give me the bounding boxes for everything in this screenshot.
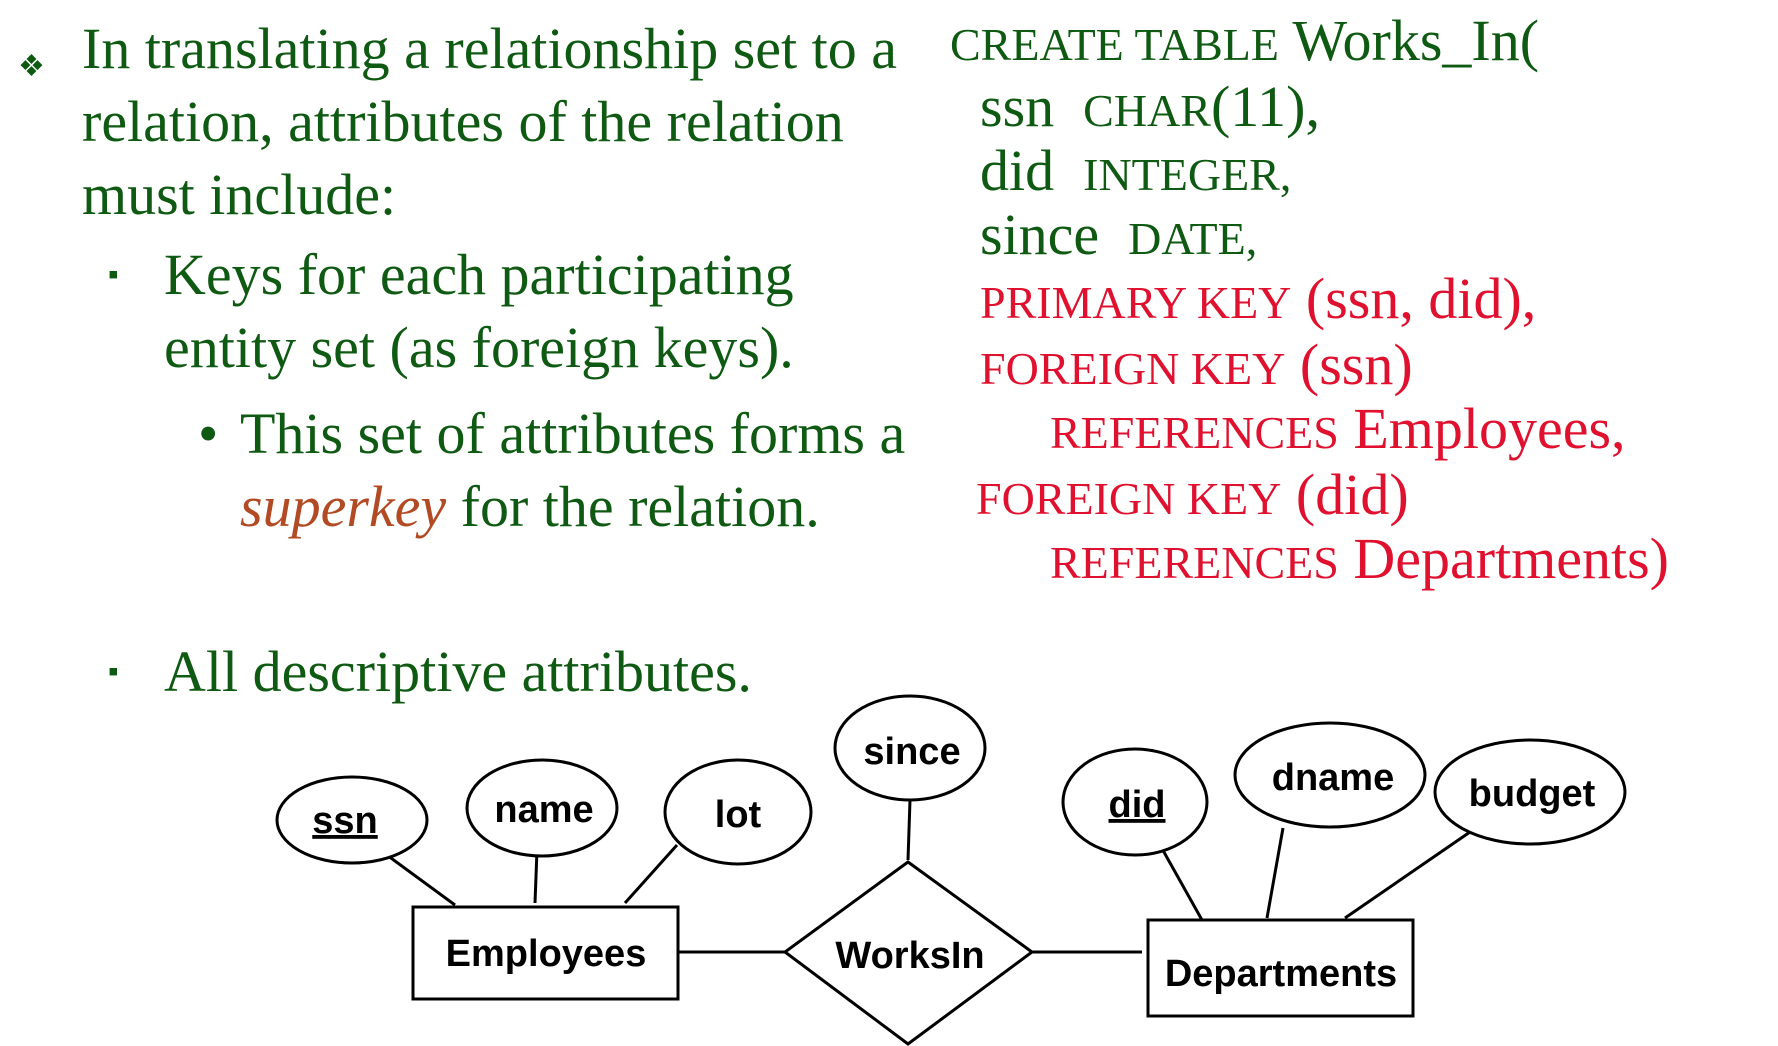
- sql-ref2-kw: REFERENCES: [1050, 537, 1339, 588]
- er-connectors: [379, 799, 1471, 954]
- connector-since: [906, 799, 912, 861]
- attribute-dname-label: dname: [1272, 757, 1394, 799]
- sql-fk1-col: (ssn): [1299, 332, 1413, 397]
- sql-table-name: Works_In(: [1292, 8, 1540, 73]
- sql-fk2-col: (did): [1295, 462, 1409, 527]
- attribute-lot-label: lot: [715, 794, 762, 836]
- sql-ssn-size: (11),: [1210, 74, 1320, 139]
- attribute-since-shape: [833, 694, 987, 802]
- bullet-superkey-text: This set of attributes forms a superkey …: [240, 397, 930, 543]
- superkey-term: superkey: [240, 474, 447, 539]
- sql-create-line: CREATE TABLE Works_In(: [950, 4, 1539, 82]
- sql-ref1-table: Employees,: [1353, 396, 1626, 461]
- connector-lot: [623, 843, 679, 905]
- attribute-budget-label: budget: [1469, 773, 1596, 815]
- sql-ref2-table: Departments): [1353, 526, 1669, 591]
- attribute-lot-shape: [663, 758, 813, 866]
- bullet-main-text: In translating a relationship set to a r…: [82, 16, 898, 227]
- attribute-dname-shape: [1233, 721, 1427, 829]
- sql-fk1-line: FOREIGN KEY (ssn): [980, 328, 1413, 406]
- sql-since-line: since DATE,: [980, 198, 1257, 276]
- entity-departments-shape: [1146, 918, 1415, 1018]
- sql-ssn-line: ssn CHAR(11),: [980, 70, 1320, 148]
- sql-pk-cols: (ssn, did),: [1305, 266, 1537, 331]
- sql-pk-line: PRIMARY KEY (ssn, did),: [980, 262, 1536, 340]
- connector-name: [533, 849, 539, 904]
- connector-dname: [1265, 827, 1285, 919]
- sql-ssn-col: ssn: [980, 74, 1055, 139]
- dot-bullet-icon: •: [198, 401, 219, 466]
- sql-did-type: INTEGER,: [1083, 149, 1292, 200]
- square-bullet-icon: ▪: [108, 655, 119, 688]
- sql-ref1-line: REFERENCES Employees,: [1050, 392, 1626, 470]
- sql-fk2-kw: FOREIGN KEY: [976, 473, 1282, 524]
- attribute-ssn-shape: [275, 775, 429, 865]
- attribute-since-label: since: [863, 731, 960, 773]
- sql-since-col: since: [980, 202, 1100, 267]
- sql-since-type: DATE,: [1128, 213, 1258, 264]
- attribute-ssn-label: ssn: [312, 800, 377, 842]
- connector-ssn: [379, 848, 456, 907]
- sql-ssn-type: CHAR: [1083, 85, 1211, 136]
- sql-ref2-line: REFERENCES Departments): [1050, 522, 1669, 600]
- relationship-worksin-shape: [782, 860, 1035, 1046]
- attribute-name-label: name: [494, 789, 593, 831]
- bullet-keys-text: Keys for each participating entity set (…: [164, 242, 794, 380]
- er-shapes: [275, 694, 1627, 1046]
- sql-fk1-kw: FOREIGN KEY: [980, 343, 1286, 394]
- er-labels: ssn name lot since did dname budget Empl…: [312, 731, 1595, 995]
- attribute-did-label: did: [1109, 784, 1166, 826]
- entity-employees-shape: [411, 905, 680, 1001]
- superkey-before: This set of attributes forms a: [240, 401, 906, 466]
- attribute-name-shape: [465, 758, 619, 858]
- bullet-descriptive-text: All descriptive attributes.: [164, 639, 752, 704]
- sql-ref1-kw: REFERENCES: [1050, 407, 1339, 458]
- entity-employees-label: Employees: [446, 933, 647, 975]
- entity-departments-label: Departments: [1165, 953, 1397, 995]
- relationship-worksin-label: WorksIn: [835, 935, 984, 977]
- sql-pk-kw: PRIMARY KEY: [980, 277, 1292, 328]
- superkey-after: for the relation.: [446, 474, 820, 539]
- sql-fk2-line: FOREIGN KEY (did): [976, 458, 1409, 536]
- attribute-budget-shape: [1433, 738, 1627, 846]
- square-bullet-icon: ▪: [108, 258, 119, 291]
- attribute-did-shape: [1061, 747, 1209, 857]
- sql-did-col: did: [980, 138, 1055, 203]
- sql-create-kw: CREATE TABLE: [950, 19, 1279, 70]
- connector-budget: [1344, 830, 1471, 920]
- sql-did-line: did INTEGER,: [980, 134, 1291, 212]
- connector-did: [1158, 844, 1204, 921]
- diamond-bullet-icon: ❖: [18, 50, 45, 83]
